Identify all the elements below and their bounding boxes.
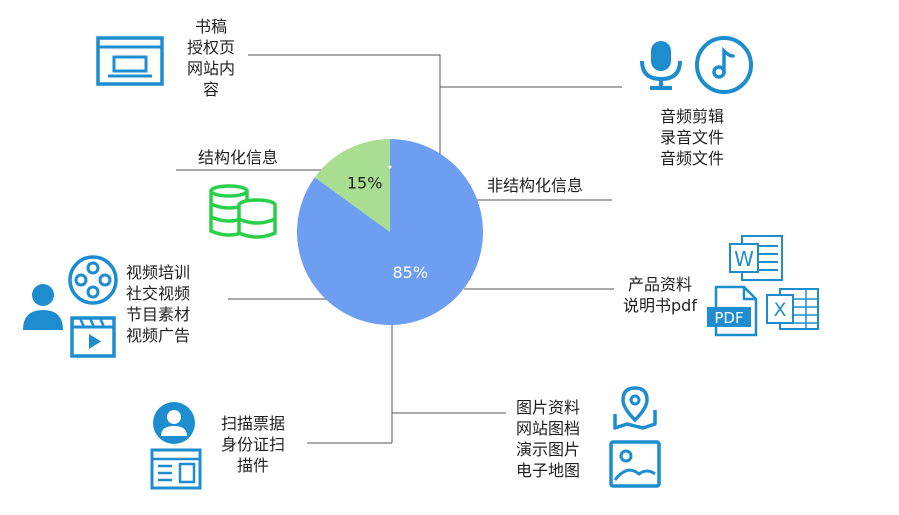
label-top-left: 书稿 授权页 网站内 容 <box>186 17 235 99</box>
label-structured: 结构化信息 <box>198 148 279 167</box>
id-card-icon <box>150 448 202 490</box>
pie-data-label-structured: 15% <box>347 173 383 192</box>
pie-slice-unstructured <box>297 139 483 325</box>
label-unstructured: 非结构化信息 <box>487 176 584 195</box>
music-note-icon <box>695 36 753 94</box>
label-bottom-right: 图片资料 网站图档 演示图片 电子地图 <box>516 398 581 480</box>
label-bottom-left: 扫描票据 身份证扫 描件 <box>220 414 285 475</box>
map-pin-icon <box>613 386 657 430</box>
pie-data-label-unstructured: 85% <box>392 263 428 282</box>
pdf-document-icon: PDF <box>707 285 758 337</box>
label-right: 产品资料 说明书pdf <box>623 275 697 315</box>
browser-window-icon <box>96 36 164 86</box>
microphone-icon <box>640 41 682 90</box>
video-player-icon <box>70 316 116 358</box>
pdf-badge: PDF <box>714 309 743 327</box>
connector-top-left <box>248 54 441 158</box>
pie-slice-structured <box>314 139 390 232</box>
image-icon <box>609 440 661 488</box>
id-badge-icon <box>153 402 195 444</box>
user-icon <box>23 284 63 330</box>
database-icon <box>209 184 277 239</box>
excel-letter: X <box>773 299 786 321</box>
label-top-right: 音频剪辑 录音文件 音频文件 <box>660 107 725 168</box>
word-letter: W <box>734 247 754 271</box>
film-reel-icon <box>68 255 118 305</box>
pie-center-mark <box>388 165 392 169</box>
label-left: 视频培训 社交视频 节目素材 视频广告 <box>126 263 191 345</box>
word-document-icon: W <box>729 235 783 281</box>
excel-document-icon: X <box>766 288 819 330</box>
